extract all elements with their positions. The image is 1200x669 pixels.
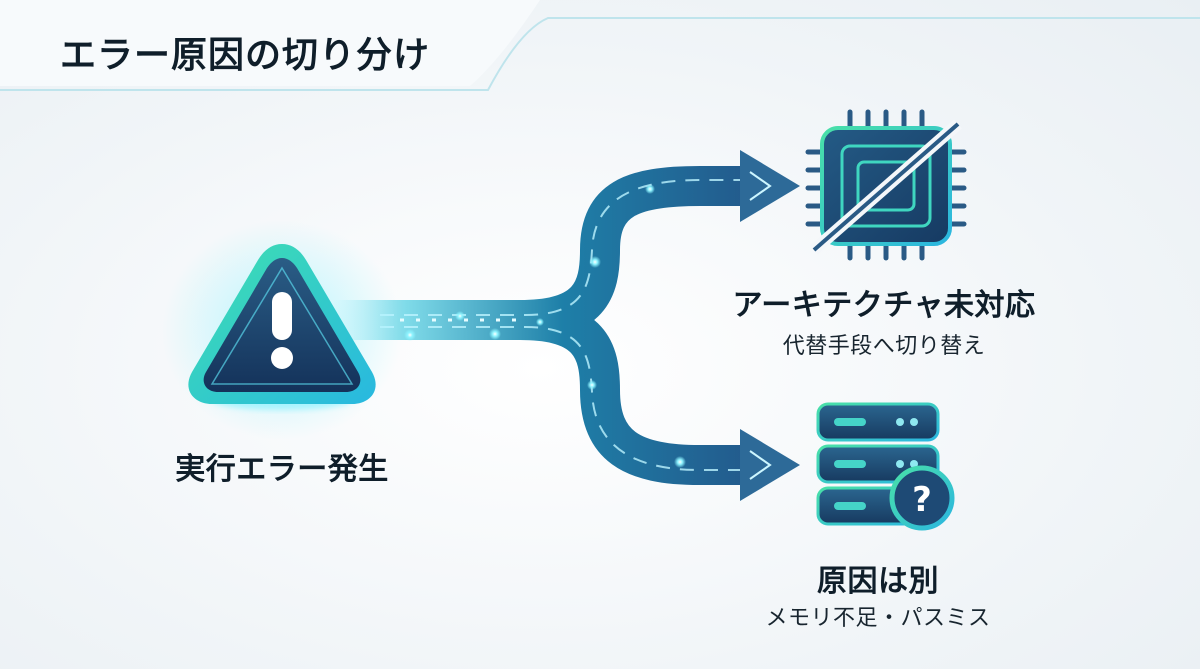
branch-1-sublabel: 代替手段へ切り替え — [782, 334, 986, 359]
warning-triangle-icon — [162, 220, 402, 440]
branch-2-label: 原因は別 — [817, 564, 939, 599]
flow-paths — [330, 166, 752, 485]
svg-text:?: ? — [912, 480, 932, 520]
branch-2-sublabel: メモリ不足・パスミス — [765, 606, 991, 631]
branch-1-label: アーキテクチャ未対応 — [732, 288, 1036, 323]
source-label: 実行エラー発生 — [175, 452, 389, 487]
flow-particles — [404, 184, 686, 468]
cpu-chip-unsupported-icon — [805, 109, 967, 261]
page-title: エラー原因の切り分け — [60, 35, 431, 76]
title-banner — [0, 0, 1200, 91]
server-question-icon: ? — [816, 402, 955, 531]
lower-branch-path — [330, 300, 752, 485]
